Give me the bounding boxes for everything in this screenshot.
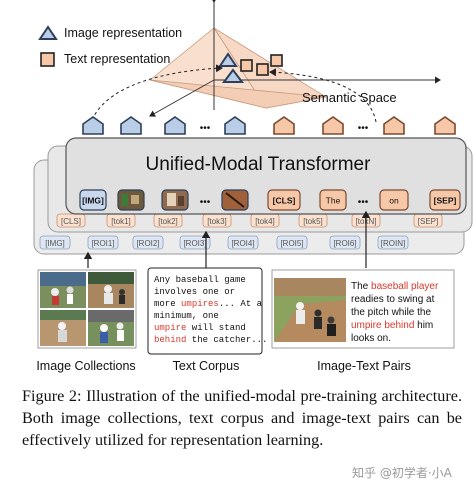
text-token: [tok5] xyxy=(303,217,323,226)
text-corpus-content: Any baseball game involves one or more u… xyxy=(0,0,300,345)
text-rep-square xyxy=(270,54,283,67)
legend-text-label: Text representation xyxy=(64,52,170,66)
roi-token: [ROI1] xyxy=(91,239,114,248)
unified-modal-transformer: Unified-Modal Transformer [IMG] ••• [CLS… xyxy=(65,137,467,215)
word-token: on xyxy=(389,196,399,206)
image-output-icon xyxy=(224,116,246,135)
roi-token: [ROI3] xyxy=(183,239,206,248)
roi-token: [ROI4] xyxy=(231,239,254,248)
ellipsis: ••• xyxy=(358,123,369,134)
semantic-space: Semantic Space xyxy=(149,0,441,117)
text-token: [tok2] xyxy=(158,217,178,226)
ellipsis: ••• xyxy=(200,123,211,134)
image-text-pair: The baseball player readies to swing at … xyxy=(271,269,455,349)
text-token: [tok3] xyxy=(207,217,227,226)
roi-token: [ROIN] xyxy=(381,239,405,248)
image-output-icon xyxy=(164,116,186,135)
roi-token: [ROI5] xyxy=(280,239,303,248)
text-corpus-box: Any baseball game involves one or more u… xyxy=(0,0,300,355)
ellipsis: ••• xyxy=(200,197,211,208)
legend-image-label: Image representation xyxy=(64,26,182,40)
pair-caption: The baseball player readies to swing at … xyxy=(351,281,441,344)
text-output-icon xyxy=(273,116,295,135)
text-output-icon xyxy=(434,116,456,135)
image-output-icon xyxy=(82,116,104,135)
dashed-arrow-text xyxy=(269,68,377,123)
image-rep-triangle xyxy=(222,68,244,83)
roi-token: [ROI6] xyxy=(333,239,356,248)
image-rep-legend-icon xyxy=(38,25,58,40)
legend: Image representation Text representation xyxy=(38,25,182,67)
text-token: [tok4] xyxy=(255,217,275,226)
text-token: [SEP] xyxy=(418,217,438,226)
word-token: The xyxy=(326,196,341,206)
image-output-icon xyxy=(120,116,142,135)
label-text-corpus: Text Corpus xyxy=(173,359,240,373)
image-collections xyxy=(37,269,137,349)
label-image-text-pairs: Image-Text Pairs xyxy=(317,359,411,373)
text-token: [tok1] xyxy=(111,217,131,226)
watermark: 知乎 @初学者·小A xyxy=(352,466,452,480)
cls-token: [CLS] xyxy=(273,196,296,206)
figure-caption: Figure 2: Illustration of the unified-mo… xyxy=(22,387,462,449)
architecture-figure: Semantic Space Image representation Text… xyxy=(0,0,473,373)
ellipsis: ••• xyxy=(358,197,369,208)
text-token: [CLS] xyxy=(61,217,81,226)
output-representations: ••• ••• xyxy=(82,116,456,135)
text-output-icon xyxy=(383,116,405,135)
text-rep-square xyxy=(256,63,269,76)
text-output-icon xyxy=(322,116,344,135)
text-rep-square xyxy=(240,59,253,72)
label-image-collections: Image Collections xyxy=(36,359,135,373)
roi-token: [IMG] xyxy=(45,239,65,248)
sep-token: [SEP] xyxy=(434,196,457,206)
semantic-space-label: Semantic Space xyxy=(302,90,397,105)
image-rep-triangle xyxy=(218,52,238,67)
img-token: [IMG] xyxy=(82,196,104,206)
text-rep-legend-icon xyxy=(40,52,55,67)
roi-token: [ROI2] xyxy=(136,239,159,248)
transformer-title: Unified-Modal Transformer xyxy=(146,154,372,175)
